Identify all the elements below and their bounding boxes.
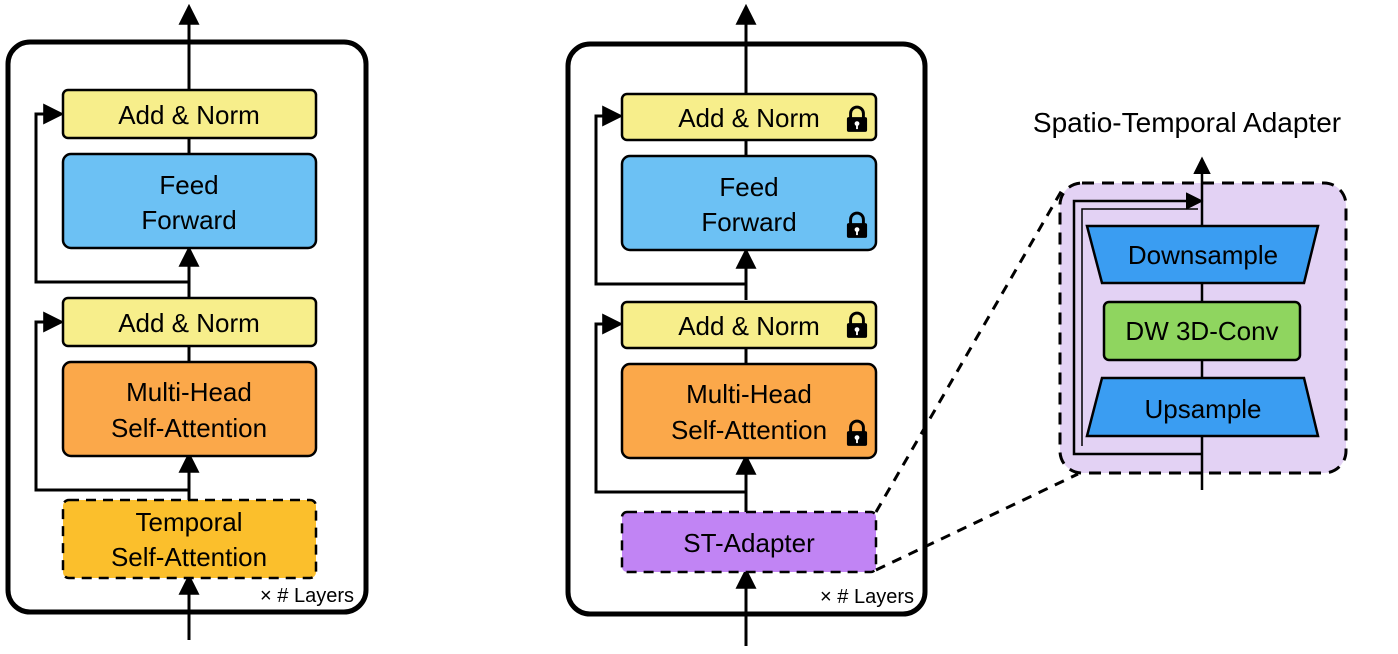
adapter-detail: Spatio-Temporal Adapter Downsample DW 3D…	[1033, 107, 1348, 490]
right-layers-label: × # Layers	[820, 586, 914, 608]
left-residual-lower	[34, 311, 189, 492]
dw-3d-conv-block	[1102, 300, 1302, 362]
adapter-detail-title: Spatio-Temporal Adapter	[1033, 107, 1341, 138]
right-feed-forward-line2: Forward	[701, 207, 796, 237]
downsample-label: Downsample	[1128, 240, 1278, 270]
left-temporal-attention	[61, 498, 318, 580]
adapter-skip-inner	[1081, 208, 1198, 446]
right-multi-head-attention	[620, 362, 878, 460]
upsample-label: Upsample	[1144, 394, 1261, 424]
right-add-norm-top	[620, 92, 878, 142]
left-temporal-line1: Temporal	[136, 507, 243, 537]
left-feed-forward-line2: Forward	[141, 205, 236, 235]
left-mhsa-line1: Multi-Head	[126, 377, 252, 407]
left-feed-forward-line1: Feed	[159, 170, 218, 200]
left-mhsa-line2: Self-Attention	[111, 413, 267, 443]
adapter-skip-connection	[1072, 192, 1204, 456]
left-add-norm-mid-label: Add & Norm	[118, 308, 260, 338]
left-layers-label: × # Layers	[260, 585, 354, 607]
zoom-connector-bottom	[875, 472, 1079, 572]
dw-3d-conv-label: DW 3D-Conv	[1125, 316, 1278, 346]
left-add-norm-top	[61, 88, 318, 140]
left-transformer-block: Add & Norm Feed Forward Add & Norm Multi…	[5, 3, 369, 640]
right-add-norm-top-label: Add & Norm	[678, 103, 820, 133]
right-residual-lower	[594, 313, 746, 494]
downsample-block	[1085, 224, 1320, 285]
right-mhsa-line1: Multi-Head	[686, 379, 812, 409]
right-mhsa-line2: Self-Attention	[671, 415, 827, 445]
right-st-adapter	[620, 510, 878, 574]
left-add-norm-mid	[61, 296, 318, 348]
left-multi-head-attention	[61, 360, 318, 458]
right-add-norm-mid-label: Add & Norm	[678, 311, 820, 341]
left-feed-forward	[61, 152, 318, 250]
right-feed-forward-line1: Feed	[719, 172, 778, 202]
right-feed-forward	[620, 154, 878, 252]
left-residual-upper	[34, 103, 189, 284]
right-residual-upper	[594, 105, 746, 286]
upsample-block	[1085, 376, 1320, 438]
right-st-adapter-label: ST-Adapter	[683, 528, 815, 558]
right-transformer-block: Add & Norm Feed Forward Add & Norm Multi…	[565, 3, 928, 646]
left-add-norm-top-label: Add & Norm	[118, 100, 260, 130]
right-add-norm-mid	[620, 300, 878, 350]
left-temporal-line2: Self-Attention	[111, 542, 267, 572]
zoom-connector-top	[874, 189, 1064, 513]
